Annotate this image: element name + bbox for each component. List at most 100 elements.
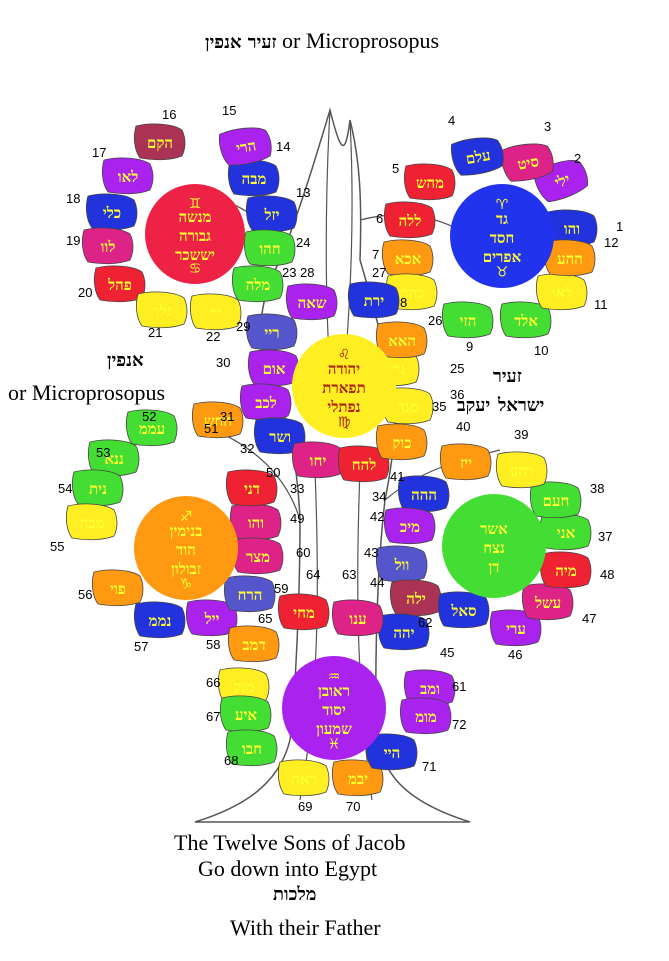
leaf-number-46: 46 <box>508 647 523 662</box>
leaf-name: כלי <box>103 204 121 222</box>
leaf-name: מיה <box>555 562 577 580</box>
zodiac-sign-top: ♊ <box>189 196 202 212</box>
leaf-16: הקם <box>133 123 186 161</box>
circle-line-2: גבורה <box>179 227 211 245</box>
leaf-number-3: 3 <box>544 119 552 134</box>
leaf-number-14: 14 <box>276 139 291 154</box>
zodiac-sign-top: ♐ <box>180 509 193 525</box>
leaf-29: ריי <box>245 313 298 351</box>
circle-line-2: תפארת <box>322 379 365 397</box>
leaf-name: סיט <box>516 152 540 173</box>
leaf-name: ייז <box>460 454 472 472</box>
leaf-30: אום <box>247 349 300 387</box>
leaf-name: והו <box>248 514 264 532</box>
leaf-name: יהה <box>393 624 414 642</box>
leaf-shape <box>227 625 280 663</box>
leaf-36: מנד <box>381 387 434 425</box>
leaf-number-45: 45 <box>440 645 455 660</box>
leaf-number-18: 18 <box>66 191 81 206</box>
leaf-number-27: 27 <box>372 265 387 280</box>
leaf-shape <box>81 227 134 265</box>
leaf-shape <box>383 201 436 239</box>
leaf-name: ננא <box>104 450 123 468</box>
leaf-67: איע <box>219 695 272 733</box>
leaf-22: ייי <box>189 293 242 331</box>
leaf-name: ומב <box>420 680 440 698</box>
leaf-number-38: 38 <box>590 481 605 496</box>
leaf-shape <box>441 301 494 339</box>
circle-line-3: יששכר <box>175 246 215 264</box>
leaf-name: דני <box>244 480 260 498</box>
leaf-shape <box>218 127 272 166</box>
leaf-number-66: 66 <box>206 675 221 690</box>
leaf-52: עממ <box>125 409 178 447</box>
leaf-name: עשל <box>534 594 561 612</box>
circle-shape <box>450 184 554 288</box>
leaf-shape <box>399 697 452 735</box>
leaf-shape <box>529 481 582 519</box>
leaf-name: סאל <box>450 602 476 620</box>
leaf-72: מומ <box>399 697 452 735</box>
leaf-20: פהל <box>93 265 146 303</box>
leaf-60: מצר <box>231 537 284 575</box>
leaf-number-11: 11 <box>594 297 608 312</box>
leaf-name: אום <box>263 360 286 378</box>
leaf-shape <box>191 401 244 439</box>
leaf-name: חעם <box>543 492 570 510</box>
leaf-number-21: 21 <box>148 325 163 340</box>
leaf-19: לוו <box>81 227 134 265</box>
leaf-name: ענו <box>349 610 366 628</box>
leaf-number-37: 37 <box>598 529 613 544</box>
leaf-shape <box>285 283 338 321</box>
leaf-name: כהת <box>399 284 424 302</box>
leaf-49: והו <box>229 503 282 541</box>
leaf-62: יהה <box>377 613 430 651</box>
leaf-number-26: 26 <box>428 313 443 328</box>
leaf-number-12: 12 <box>604 235 619 250</box>
leaf-name: לכב <box>255 394 277 412</box>
leaf-shape <box>403 669 456 707</box>
leaf-28: שאה <box>285 283 338 321</box>
leaf-number-19: 19 <box>66 233 81 248</box>
leaf-name: מחי <box>293 604 315 622</box>
leaf-name: חבו <box>242 740 262 758</box>
leaf-name: ההה <box>411 486 437 504</box>
leaf-number-43: 43 <box>364 545 379 560</box>
leaf-number-23: 23 <box>282 265 297 280</box>
leaf-name: לאו <box>552 284 573 302</box>
leaf-34: להח <box>337 445 390 483</box>
leaf-name: פהל <box>107 276 132 294</box>
leaf-shape <box>277 593 330 631</box>
leaf-name: יבמ <box>348 770 368 788</box>
circle-shape <box>292 334 396 438</box>
leaf-number-40: 40 <box>456 419 471 434</box>
leaf-name: ילי <box>552 170 572 192</box>
leaf-shape <box>91 569 144 607</box>
leaf-name: להח <box>352 456 377 474</box>
circles-layer: ♊מנשהגבורהיששכר♋♈גדחסדאפרים♉♌יהודהתפארתנ… <box>134 184 554 760</box>
leaf-shape <box>101 157 154 195</box>
leaf-name: הקם <box>147 134 173 152</box>
leaf-3: סיט <box>500 143 554 182</box>
leaf-51: החש <box>191 401 244 439</box>
leaf-number-22: 22 <box>206 329 221 344</box>
leaf-name: ושר <box>269 428 291 446</box>
leaf-name: כוק <box>392 434 411 452</box>
leaf-shape <box>543 239 596 277</box>
leaf-27: ירת <box>347 281 400 319</box>
leaf-number-49: 49 <box>290 511 305 526</box>
leaf-shape <box>133 123 186 161</box>
leaf-name: נממ <box>149 612 172 630</box>
leaf-number-36: 36 <box>450 387 465 402</box>
leaf-56: פוי <box>91 569 144 607</box>
leaf-number-51: 51 <box>204 421 219 436</box>
zodiac-sign-top: ♒ <box>328 669 341 685</box>
leaf-shape <box>125 409 178 447</box>
leaf-number-29: 29 <box>236 319 251 334</box>
leaf-63: ענו <box>331 599 384 637</box>
leaf-number-52: 52 <box>142 409 157 424</box>
